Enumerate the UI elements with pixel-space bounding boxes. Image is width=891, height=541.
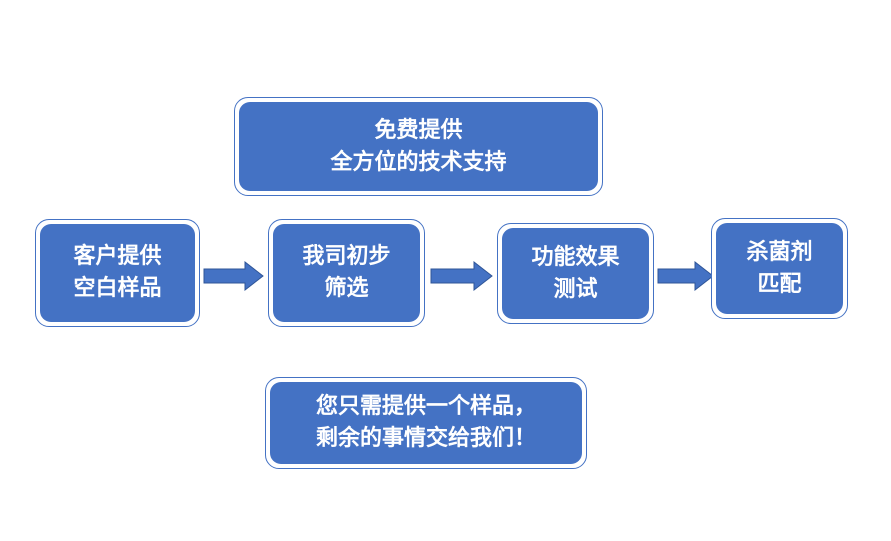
step-box-1-fill: 客户提供 空白样品 (40, 224, 195, 322)
top-box-line1: 免费提供 (374, 117, 463, 143)
top-box-line2: 全方位的技术支持 (330, 149, 507, 175)
step-box-2-fill: 我司初步 筛选 (273, 224, 420, 322)
step-box-2: 我司初步 筛选 (268, 219, 425, 327)
arrow-right-icon-2 (430, 260, 493, 292)
step-box-1: 客户提供 空白样品 (35, 219, 200, 327)
step-box-4-fill: 杀菌剂 匹配 (716, 223, 843, 314)
step-3-line2: 测试 (553, 276, 598, 302)
step-3-line1: 功能效果 (531, 244, 620, 270)
step-2-line1: 我司初步 (302, 244, 391, 269)
step-2-line2: 筛选 (324, 276, 369, 301)
arrow-right-icon-1 (203, 260, 264, 292)
bottom-box: 您只需提供一个样品， 剩余的事情交给我们！ (265, 377, 587, 469)
step-1-line2: 空白样品 (73, 276, 162, 301)
top-box-fill: 免费提供 全方位的技术支持 (239, 102, 598, 191)
step-box-3: 功能效果 测试 (497, 223, 654, 324)
step-box-3-fill: 功能效果 测试 (502, 228, 649, 319)
arrow-right-icon-3 (657, 260, 714, 292)
step-box-4: 杀菌剂 匹配 (711, 218, 848, 319)
bottom-box-line2: 剩余的事情交给我们！ (315, 426, 536, 451)
step-4-line1: 杀菌剂 (746, 239, 813, 265)
bottom-box-fill: 您只需提供一个样品， 剩余的事情交给我们！ (270, 382, 582, 464)
bottom-box-line1: 您只需提供一个样品， (315, 394, 536, 419)
top-box: 免费提供 全方位的技术支持 (234, 97, 603, 196)
step-4-line2: 匹配 (757, 271, 802, 297)
step-1-line1: 客户提供 (73, 244, 162, 269)
